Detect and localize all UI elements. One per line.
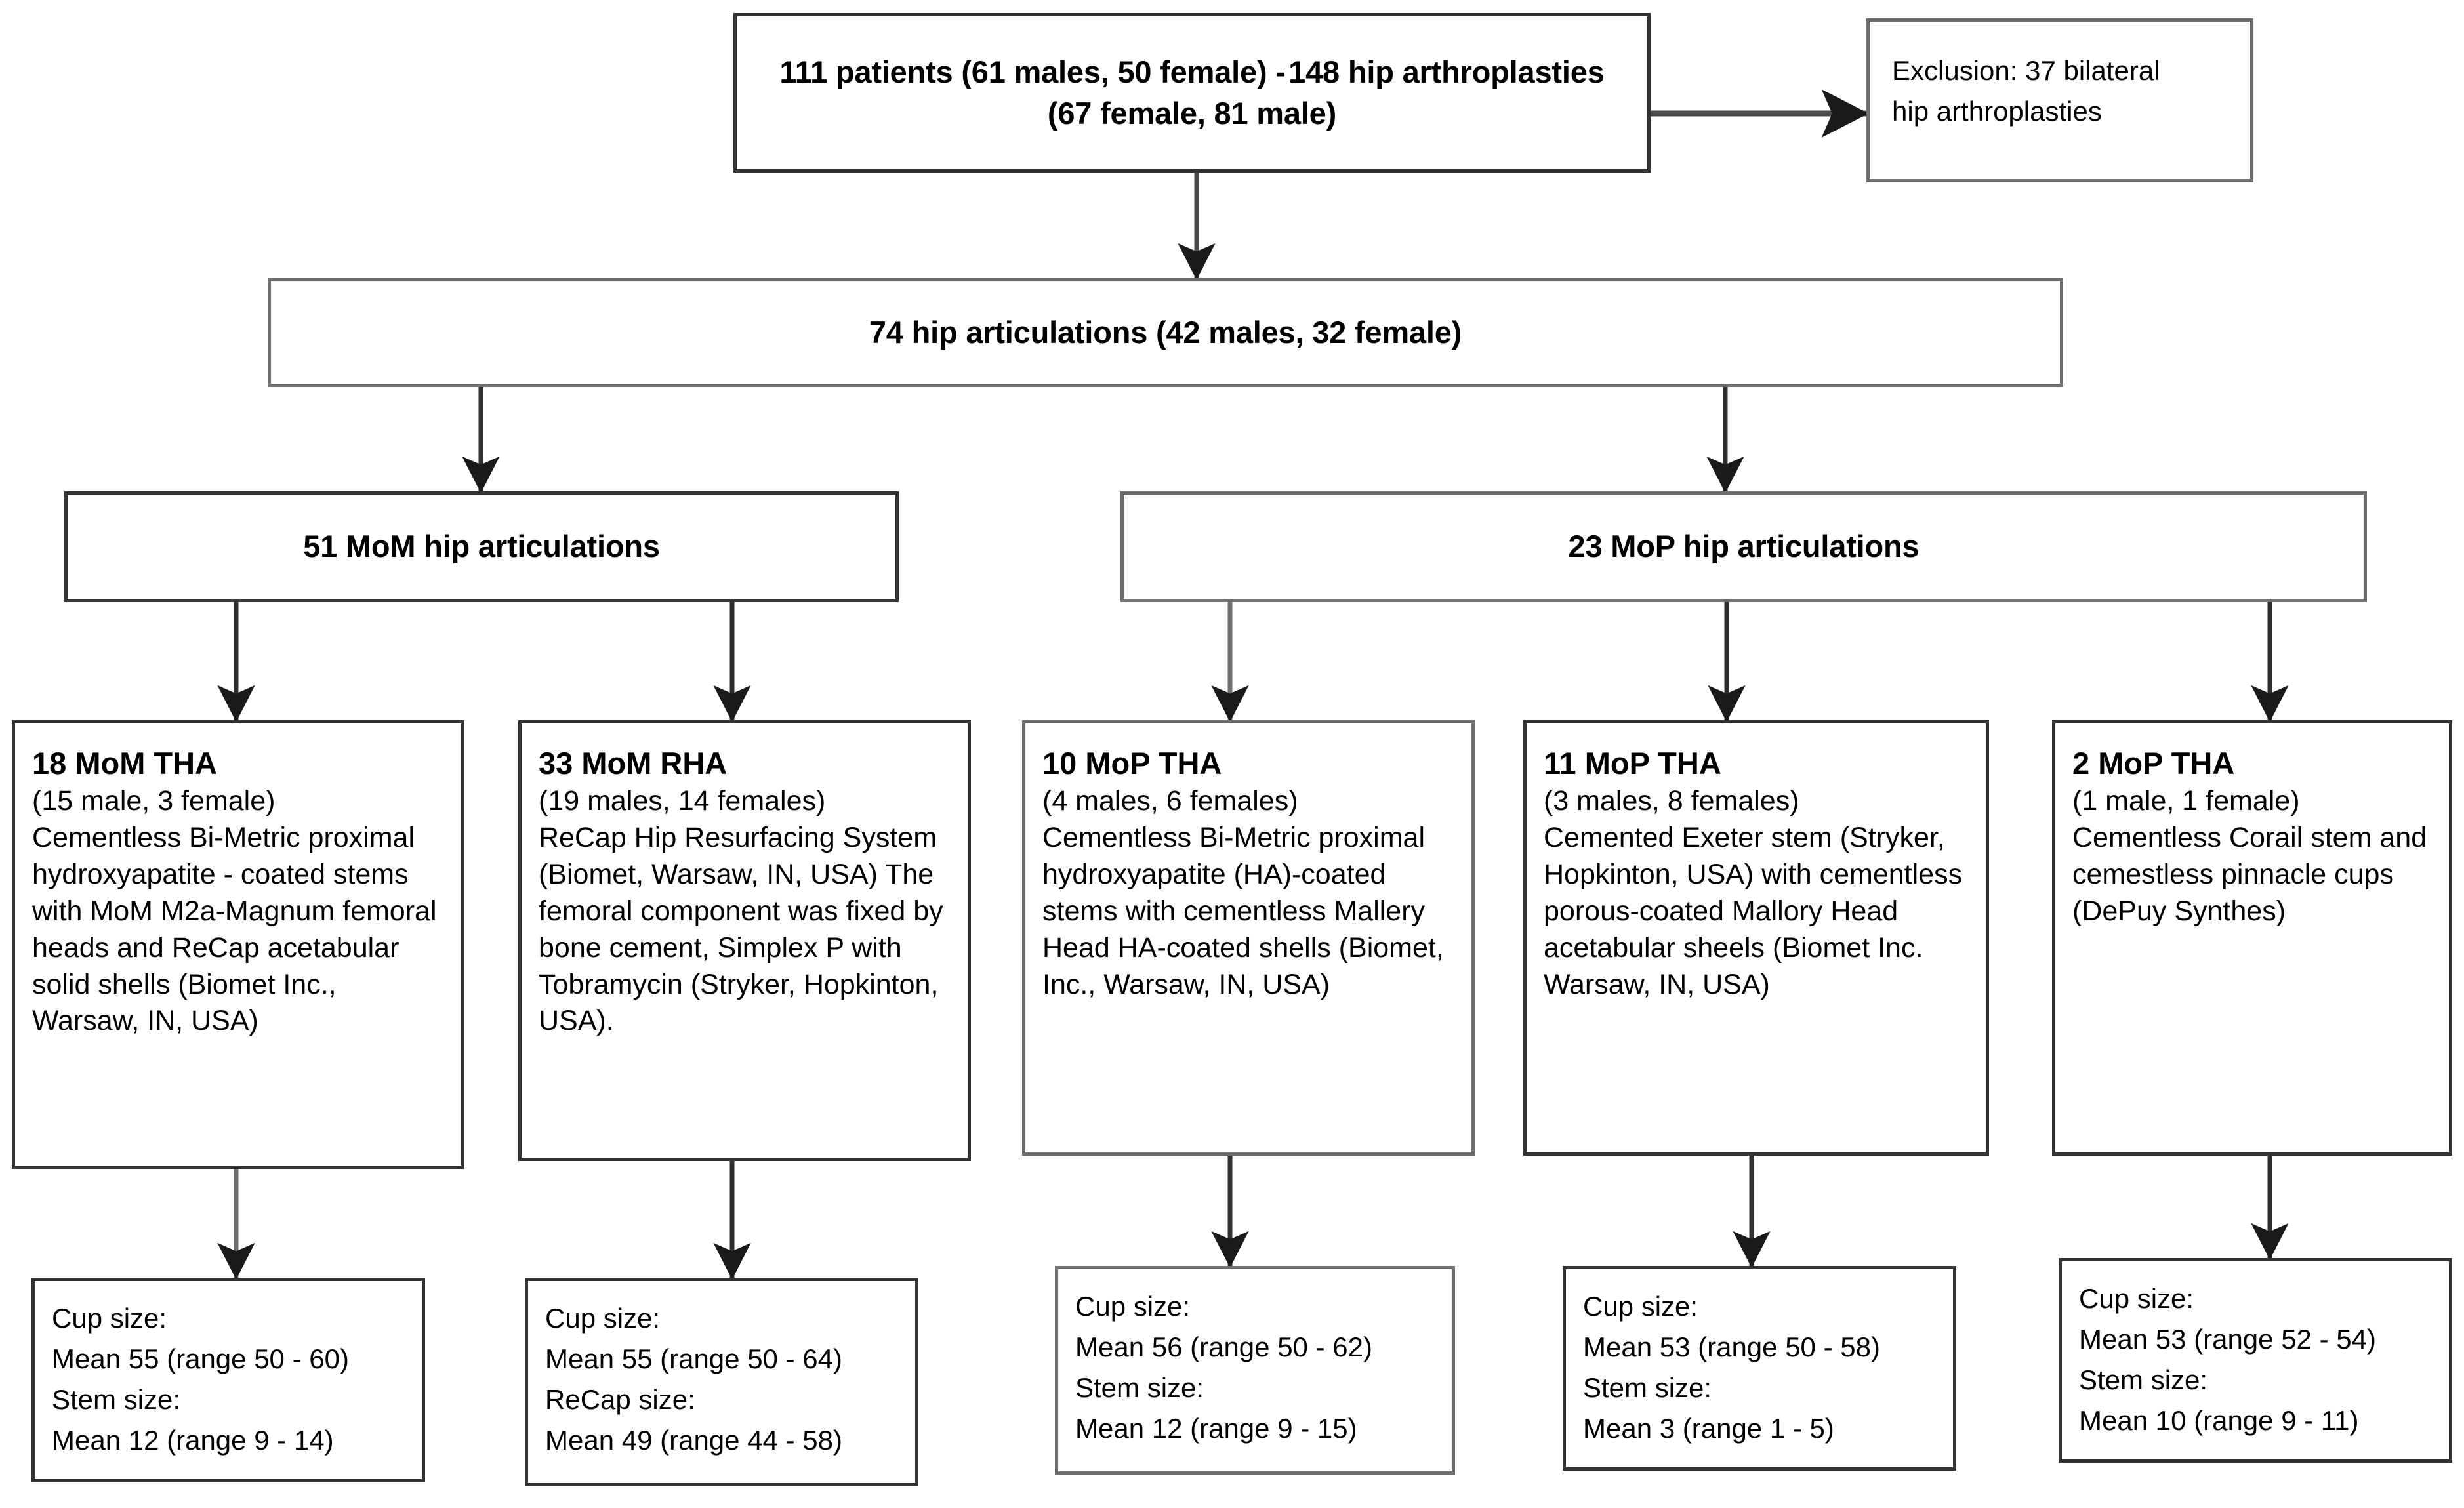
node-detail-mom-tha[interactable]: 18 MoM THA (15 male, 3 female) Cementles… bbox=[12, 720, 464, 1169]
size-value-1-0: Mean 55 (range 50 - 60) bbox=[52, 1343, 349, 1375]
size-value-2-1: Mean 49 (range 44 - 58) bbox=[545, 1425, 842, 1456]
detail-heading-4: 2 MoP THA bbox=[2072, 746, 2235, 781]
size-value-1-3: Mean 53 (range 50 - 58) bbox=[1583, 1332, 1880, 1363]
node-detail-mop-tha-11[interactable]: 11 MoP THA (3 males, 8 females) Cemented… bbox=[1523, 720, 1989, 1156]
detail-description-0: Cementless Bi-Metric proximal hydroxyapa… bbox=[32, 821, 437, 1037]
mom-group-label: 51 MoM hip articulations bbox=[303, 529, 660, 564]
node-mom-group[interactable]: 51 MoM hip articulations bbox=[64, 491, 899, 602]
detail-description-1: ReCap Hip Resurfacing System (Biomet, Wa… bbox=[539, 821, 943, 1037]
node-sizes-mop-10[interactable]: Cup size: Mean 56 (range 50 - 62) Stem s… bbox=[1055, 1266, 1455, 1475]
size-label-2-4: Stem size: bbox=[2079, 1364, 2208, 1396]
detail-description-2: Cementless Bi-Metric proximal hydroxyapa… bbox=[1042, 821, 1444, 1000]
detail-heading-3: 11 MoP THA bbox=[1544, 746, 1721, 781]
size-value-1-2: Mean 56 (range 50 - 62) bbox=[1075, 1332, 1372, 1363]
detail-sex-1: (19 males, 14 females) bbox=[539, 785, 826, 817]
size-label-1-0: Cup size: bbox=[52, 1303, 167, 1334]
size-value-1-1: Mean 55 (range 50 - 64) bbox=[545, 1343, 842, 1375]
enrollment-line-2: 148 hip arthroplasties (67 female, 81 ma… bbox=[1047, 54, 1605, 131]
detail-heading-0: 18 MoM THA bbox=[32, 746, 217, 781]
node-detail-mop-tha-2[interactable]: 2 MoP THA (1 male, 1 female) Cementless … bbox=[2052, 720, 2452, 1156]
size-label-2-3: Stem size: bbox=[1583, 1372, 1712, 1404]
mop-group-label: 23 MoP hip articulations bbox=[1568, 529, 1920, 564]
size-label-2-0: Stem size: bbox=[52, 1384, 181, 1416]
node-sizes-mop-11[interactable]: Cup size: Mean 53 (range 50 - 58) Stem s… bbox=[1563, 1266, 1956, 1471]
node-detail-mom-rha[interactable]: 33 MoM RHA (19 males, 14 females) ReCap … bbox=[518, 720, 971, 1161]
size-value-2-4: Mean 10 (range 9 - 11) bbox=[2079, 1405, 2359, 1437]
node-detail-mop-tha-10[interactable]: 10 MoP THA (4 males, 6 females) Cementle… bbox=[1022, 720, 1475, 1156]
exclusion-line-1: Exclusion: 37 bilateral bbox=[1892, 55, 2160, 86]
size-value-2-3: Mean 3 (range 1 - 5) bbox=[1583, 1413, 1834, 1444]
node-enrollment[interactable]: 111 patients (61 males, 50 female) - 148… bbox=[733, 13, 1651, 173]
size-value-2-0: Mean 12 (range 9 - 14) bbox=[52, 1425, 334, 1456]
node-included-articulations[interactable]: 74 hip articulations (42 males, 32 femal… bbox=[268, 278, 2063, 387]
size-label-1-2: Cup size: bbox=[1075, 1291, 1191, 1322]
size-label-1-1: Cup size: bbox=[545, 1303, 661, 1334]
detail-description-4: Cementless Corail stem and cemestless pi… bbox=[2072, 821, 2427, 927]
exclusion-line-2: hip arthroplasties bbox=[1892, 96, 2102, 127]
enrollment-line-1: 111 patients (61 males, 50 female) - bbox=[779, 54, 1286, 90]
node-sizes-mom-rha[interactable]: Cup size: Mean 55 (range 50 - 64) ReCap … bbox=[525, 1278, 918, 1486]
node-sizes-mom-tha[interactable]: Cup size: Mean 55 (range 50 - 60) Stem s… bbox=[31, 1278, 425, 1482]
detail-heading-2: 10 MoP THA bbox=[1042, 746, 1222, 781]
included-label: 74 hip articulations (42 males, 32 femal… bbox=[869, 314, 1462, 350]
detail-description-3: Cemented Exeter stem (Stryker, Hopkinton… bbox=[1544, 821, 1963, 1000]
size-label-1-3: Cup size: bbox=[1583, 1291, 1698, 1322]
detail-sex-0: (15 male, 3 female) bbox=[32, 785, 276, 817]
node-sizes-mop-2[interactable]: Cup size: Mean 53 (range 52 - 54) Stem s… bbox=[2059, 1258, 2452, 1463]
size-label-2-2: Stem size: bbox=[1075, 1372, 1204, 1404]
node-exclusion[interactable]: Exclusion: 37 bilateral hip arthroplasti… bbox=[1866, 18, 2253, 182]
detail-sex-2: (4 males, 6 females) bbox=[1042, 785, 1298, 817]
size-label-1-4: Cup size: bbox=[2079, 1283, 2194, 1314]
size-value-1-4: Mean 53 (range 52 - 54) bbox=[2079, 1324, 2376, 1355]
node-mop-group[interactable]: 23 MoP hip articulations bbox=[1120, 491, 2367, 602]
size-value-2-2: Mean 12 (range 9 - 15) bbox=[1075, 1413, 1357, 1444]
size-label-2-1: ReCap size: bbox=[545, 1384, 695, 1416]
detail-sex-4: (1 male, 1 female) bbox=[2072, 785, 2300, 817]
detail-sex-3: (3 males, 8 females) bbox=[1544, 785, 1799, 817]
detail-heading-1: 33 MoM RHA bbox=[539, 746, 728, 781]
